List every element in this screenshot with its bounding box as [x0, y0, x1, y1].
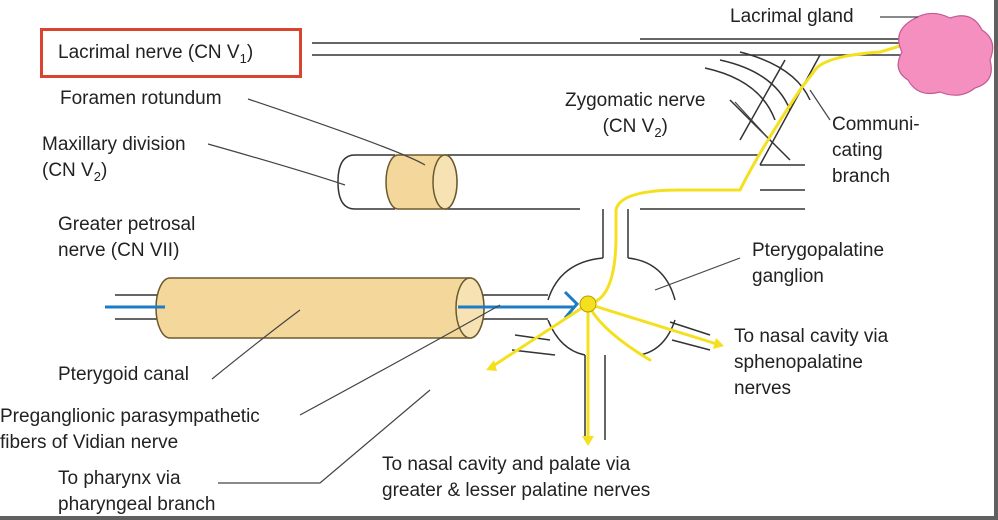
pterygopalatine-ganglion [511, 257, 711, 440]
label-preganglionic-line1: Preganglionic parasympathetic [0, 406, 260, 427]
label-maxillary-line2-sub: 2 [93, 168, 101, 184]
label-zygomatic-line2-main: (CN V [602, 116, 655, 137]
label-lacrimal-nerve-main: Lacrimal nerve (CN V [58, 42, 240, 63]
label-maxillary-line2-main: (CN V [42, 160, 94, 181]
label-communicating-line3: branch [832, 166, 891, 187]
label-sphenopalatine-line2: sphenopalatine [734, 352, 863, 373]
label-palatine-line1: To nasal cavity and palate via [382, 454, 631, 475]
lacrimal-gland [897, 12, 994, 96]
label-communicating-line2: cating [832, 140, 883, 161]
label-zygomatic-line2-close: ) [661, 116, 668, 137]
label-greater-petrosal-line1: Greater petrosal [58, 214, 196, 235]
label-lacrimal-gland: Lacrimal gland [730, 6, 854, 27]
lacrimal-nerve [312, 38, 910, 56]
maxillary-trunk [337, 154, 805, 210]
label-zygomatic-line2: (CN V2) [565, 114, 705, 146]
label-sphenopalatine-line1: To nasal cavity via [734, 326, 889, 347]
highlight-box [40, 28, 302, 78]
label-to-nasal-palatine: To nasal cavity and palate via greater &… [382, 452, 650, 504]
vidian-fibers [105, 290, 580, 319]
label-ganglion-line1: Pterygopalatine [752, 240, 885, 261]
label-maxillary-line1: Maxillary division [42, 134, 186, 155]
label-preganglionic: Preganglionic parasympathetic fibers of … [0, 404, 260, 456]
leader-lines [207, 16, 918, 484]
label-to-pharynx: To pharynx via pharyngeal branch [58, 466, 215, 518]
pterygoid-canal [155, 277, 485, 339]
label-pterygopalatine-ganglion: Pterygopalatine ganglion [752, 238, 884, 290]
label-lacrimal-nerve: Lacrimal nerve (CN V1) [58, 40, 253, 72]
label-communicating-branch: Communi- cating branch [832, 112, 920, 190]
label-lacrimal-nerve-close: ) [246, 42, 254, 63]
label-zygomatic-line1: Zygomatic nerve [565, 90, 706, 111]
ganglion-connectors [602, 209, 629, 258]
ganglion-synapse [579, 295, 597, 313]
postganglionic-fibers [488, 31, 946, 442]
label-sphenopalatine-line3: nerves [734, 378, 792, 399]
label-to-nasal-sphenopalatine: To nasal cavity via sphenopalatine nerve… [734, 324, 888, 402]
label-foramen-rotundum: Foramen rotundum [60, 88, 222, 109]
label-zygomatic-nerve: Zygomatic nerve (CN V2) [565, 88, 705, 146]
label-zygomatic-line2-sub: 2 [654, 124, 662, 140]
label-pharynx-line1: To pharynx via [58, 468, 181, 489]
foramen-rotundum-canal [385, 154, 458, 210]
label-ganglion-line2: ganglion [752, 266, 824, 287]
label-pharynx-line2: pharyngeal branch [58, 494, 216, 515]
label-greater-petrosal-line2: nerve (CN VII) [58, 240, 180, 261]
label-maxillary-line2-close: ) [100, 160, 108, 181]
label-lacrimal-nerve-sub: 1 [239, 50, 247, 66]
label-maxillary-division: Maxillary division (CN V2) [42, 132, 186, 190]
label-maxillary-line2: (CN V2) [42, 158, 186, 190]
label-greater-petrosal: Greater petrosal nerve (CN VII) [58, 212, 195, 264]
label-palatine-line2: greater & lesser palatine nerves [382, 480, 651, 501]
label-preganglionic-line2: fibers of Vidian nerve [0, 432, 179, 453]
label-pterygoid-canal: Pterygoid canal [58, 364, 189, 385]
zygomatic-branch [704, 51, 821, 166]
label-communicating-line1: Communi- [832, 114, 920, 135]
